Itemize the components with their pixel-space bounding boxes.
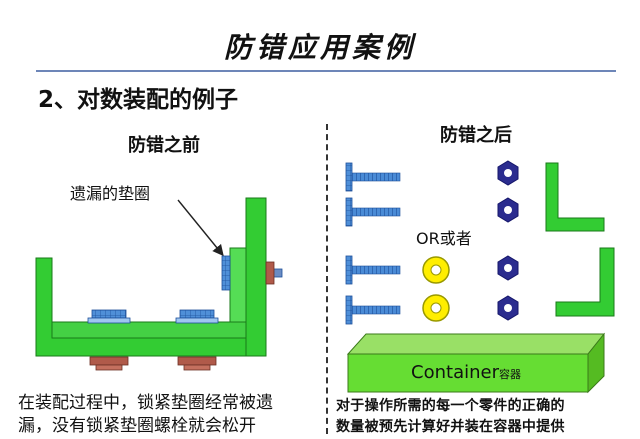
container-label-cn: 容器: [498, 368, 521, 381]
washer-2: [175, 317, 219, 324]
title-divider: [36, 70, 616, 72]
container-top: [346, 333, 606, 355]
after-note: 对于操作所需的每一个零件的正确的 数量被预先计算好并装在容器中提供: [336, 396, 636, 438]
or-label: OR或者: [416, 229, 472, 248]
section-subtitle: 2、对数装配的例子: [38, 87, 239, 113]
kit-bolt-3: [345, 255, 401, 285]
before-note: 在装配过程中，锁紧垫圈经常被遗 漏，没有锁紧垫圈螺栓就会松开: [18, 392, 318, 438]
kit-bracket-1: [545, 162, 605, 232]
washer-1: [87, 317, 131, 324]
before-heading: 防错之前: [128, 135, 200, 156]
missing-washer-label: 遗漏的垫圈: [70, 184, 151, 203]
side-bolt-head: [221, 255, 231, 291]
kit-nut-1: [497, 160, 519, 186]
before-note-line-1: 在装配过程中，锁紧垫圈经常被遗: [18, 393, 273, 413]
nut-bottom-1b: [95, 364, 123, 371]
kit-nut-4: [497, 295, 519, 321]
upright-bracket: [245, 197, 267, 357]
kit-washer-1: [422, 256, 450, 284]
nut-bottom-2b: [183, 364, 211, 371]
parts-kit: [345, 160, 615, 325]
left-bracket-assembly: [35, 197, 283, 371]
kit-nut-2: [497, 197, 519, 223]
parts-container: [346, 332, 606, 394]
kit-washer-2: [422, 294, 450, 322]
side-nut: [265, 261, 275, 285]
bolt-head-1: [91, 309, 127, 319]
container-label: Container容器: [411, 362, 521, 383]
top-plate: [51, 321, 247, 339]
after-note-line-1: 对于操作所需的每一个零件的正确的: [336, 398, 565, 414]
after-heading: 防错之后: [440, 125, 512, 146]
page-title: 防错应用案例: [223, 31, 416, 64]
nut-bottom-1: [89, 356, 129, 366]
before-note-line-2: 漏，没有锁紧垫圈螺栓就会松开: [18, 416, 256, 436]
nut-bottom-2: [177, 356, 217, 366]
after-note-line-2: 数量被预先计算好并装在容器中提供: [336, 419, 565, 435]
kit-bracket-2: [555, 247, 615, 317]
kit-bolt-1: [345, 162, 401, 192]
center-dashed-divider: [326, 124, 328, 434]
base-bracket: [35, 257, 249, 357]
bolt-head-2: [179, 309, 215, 319]
kit-bolt-4: [345, 295, 401, 325]
container-front: [347, 353, 589, 393]
kit-bolt-2: [345, 197, 401, 227]
missing-washer-arrow: [177, 199, 224, 257]
kit-nut-3: [497, 255, 519, 281]
